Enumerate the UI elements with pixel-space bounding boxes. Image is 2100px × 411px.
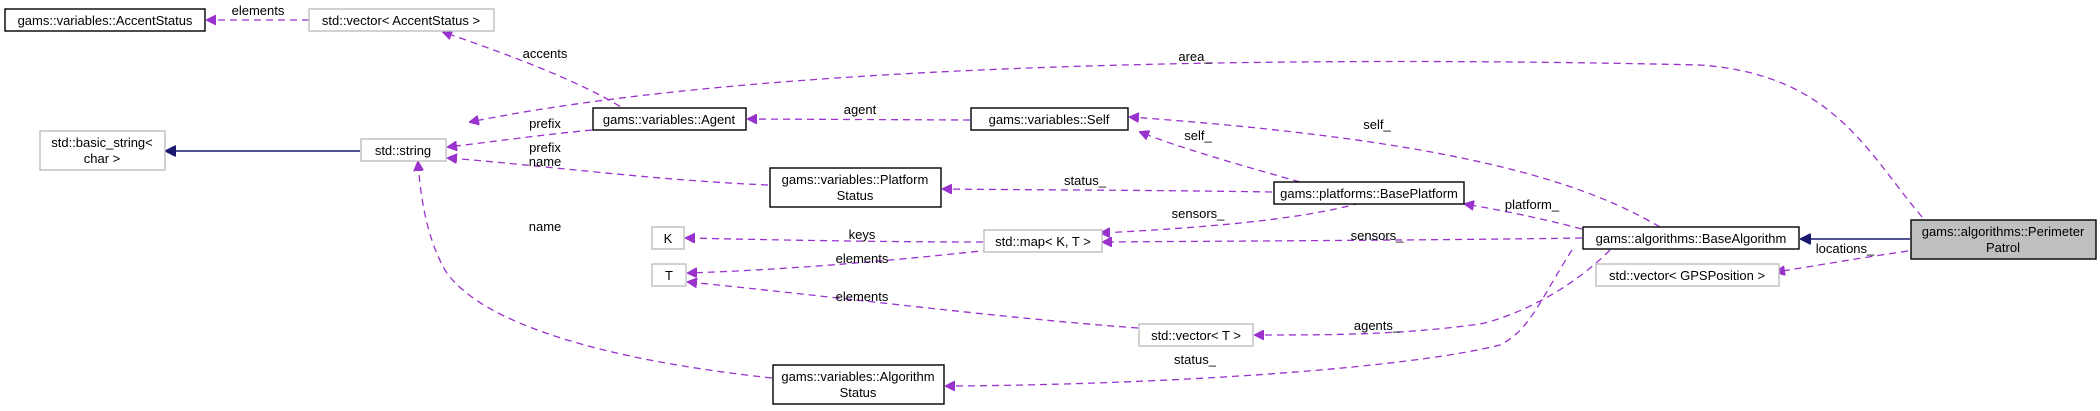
node-t-label: T <box>665 268 673 283</box>
node-base-algorithm-label: gams::algorithms::BaseAlgorithm <box>1596 231 1787 246</box>
label-prefix-agent: prefix <box>529 116 561 131</box>
label-elements-accent: elements <box>232 3 285 18</box>
edge-platform <box>1465 204 1583 230</box>
node-agent[interactable]: gams::variables::Agent <box>592 107 747 131</box>
label-prefix-name-2: name <box>529 154 562 169</box>
label-agents: agents_ <box>1354 318 1401 333</box>
node-perimeter-patrol-line2: Patrol <box>1986 240 2020 255</box>
label-name-algorithm-status: name <box>529 219 562 234</box>
node-vector-t[interactable]: std::vector< T > <box>1138 323 1254 347</box>
node-accent-status[interactable]: gams::variables::AccentStatus <box>4 8 206 32</box>
node-base-algorithm[interactable]: gams::algorithms::BaseAlgorithm <box>1582 226 1800 250</box>
label-locations: locations_ <box>1816 241 1875 256</box>
edges <box>166 20 1931 386</box>
edge-keys <box>686 238 984 242</box>
node-vector-accent-status[interactable]: std::vector< AccentStatus > <box>308 8 495 32</box>
node-k-label: K <box>664 231 673 246</box>
label-area: area_ <box>1178 49 1212 64</box>
node-base-platform-label: gams::platforms::BasePlatform <box>1280 186 1458 201</box>
edge-elements-map <box>688 249 991 273</box>
label-elements-vector: elements <box>836 289 889 304</box>
label-sensors-platform: sensors_ <box>1172 206 1226 221</box>
node-platform-status[interactable]: gams::variables::Platform Status <box>769 167 942 208</box>
label-prefix-name-1: prefix <box>529 140 561 155</box>
edge-agents <box>1255 249 1611 335</box>
edge-self-platform <box>1140 132 1301 183</box>
label-self-algorithm: self_ <box>1363 117 1391 132</box>
node-algorithm-status-line1: gams::variables::Algorithm <box>781 369 934 384</box>
edge-sensors-algorithm <box>1103 238 1583 242</box>
node-std-string-label: std::string <box>375 143 431 158</box>
label-status-platform: status_ <box>1064 173 1107 188</box>
node-vector-gps-position[interactable]: std::vector< GPSPosition > <box>1595 263 1780 287</box>
node-perimeter-patrol[interactable]: gams::algorithms::Perimeter Patrol <box>1910 219 2097 260</box>
edge-agent <box>748 119 971 120</box>
node-vector-t-label: std::vector< T > <box>1151 328 1241 343</box>
node-k[interactable]: K <box>651 226 685 250</box>
node-vector-accent-status-label: std::vector< AccentStatus > <box>322 13 480 28</box>
edge-name-algorithm-status <box>418 162 773 379</box>
label-agent: agent <box>844 102 877 117</box>
node-std-string[interactable]: std::string <box>360 138 447 162</box>
edge-self-algorithm <box>1130 117 1661 228</box>
edge-prefix-agent <box>448 129 593 147</box>
node-t[interactable]: T <box>651 263 687 287</box>
node-basic-string-char-line1: std::basic_string< <box>51 135 153 150</box>
node-map-k-t[interactable]: std::map< K, T > <box>983 229 1103 253</box>
label-sensors-algorithm: sensors_ <box>1351 228 1405 243</box>
node-map-k-t-label: std::map< K, T > <box>995 234 1091 249</box>
node-accent-status-label: gams::variables::AccentStatus <box>18 13 193 28</box>
label-keys: keys <box>849 227 876 242</box>
edge-sensors-platform <box>1101 202 1361 233</box>
label-elements-map: elements <box>836 251 889 266</box>
node-vector-gps-position-label: std::vector< GPSPosition > <box>1609 268 1765 283</box>
label-platform: platform_ <box>1505 197 1560 212</box>
label-status-algorithm: status_ <box>1174 352 1217 367</box>
node-basic-string-char-line2: char > <box>84 151 121 166</box>
node-agent-label: gams::variables::Agent <box>603 112 736 127</box>
label-self-platform: self_ <box>1184 128 1212 143</box>
nodes: gams::variables::AccentStatus std::vecto… <box>4 8 2097 405</box>
node-basic-string-char[interactable]: std::basic_string< char > <box>39 130 166 171</box>
edge-status-algorithm <box>946 249 1573 386</box>
edge-status-platform <box>943 189 1273 192</box>
node-platform-status-line2: Status <box>837 188 874 203</box>
node-algorithm-status[interactable]: gams::variables::Algorithm Status <box>772 364 945 405</box>
label-accents: accents <box>523 46 568 61</box>
node-self-label: gams::variables::Self <box>989 112 1110 127</box>
edge-locations <box>1776 250 1909 272</box>
edge-prefix-name <box>448 158 769 186</box>
node-platform-status-line1: gams::variables::Platform <box>782 172 929 187</box>
node-perimeter-patrol-line1: gams::algorithms::Perimeter <box>1922 224 2085 239</box>
node-self[interactable]: gams::variables::Self <box>970 107 1129 131</box>
edge-area <box>470 60 1931 227</box>
node-algorithm-status-line2: Status <box>840 385 877 400</box>
edge-elements-vector <box>688 282 1139 329</box>
edge-labels: elements accents area_ agent prefix pref… <box>232 3 1875 367</box>
node-base-platform[interactable]: gams::platforms::BasePlatform <box>1273 181 1465 205</box>
